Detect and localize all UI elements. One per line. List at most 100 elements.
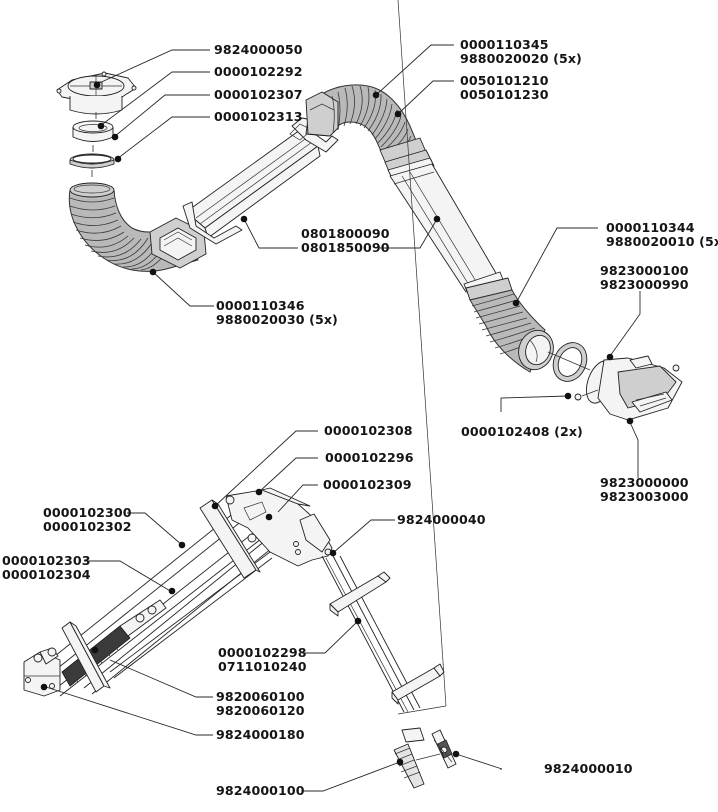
part-number: 0000102304	[2, 567, 91, 582]
leader-lines	[45, 44, 641, 792]
dot-c11	[564, 392, 572, 400]
tube-section-left	[182, 117, 339, 245]
part-number: 0000102309	[323, 477, 412, 492]
leader-c02	[99, 71, 210, 127]
leader-c08	[152, 271, 214, 307]
nozzle-ring	[547, 342, 591, 382]
universal-joint	[431, 729, 457, 769]
part-number: 0801850090	[301, 240, 390, 255]
mounting-ring	[72, 120, 114, 142]
shaft-cross-arm-upper	[329, 571, 391, 617]
shaft-cross-arm-lower	[391, 663, 445, 705]
callout-label: 0000102296	[325, 451, 414, 465]
drop-shaft	[321, 553, 421, 713]
leader-c07b	[380, 218, 438, 249]
dot-c17	[178, 541, 186, 549]
part-number: 9824000040	[397, 512, 486, 527]
part-number: 0711010240	[218, 659, 307, 674]
leader-c01	[96, 49, 210, 85]
callout-label: 0000110346 9880020030 (5x)	[216, 299, 338, 327]
dot-c20	[91, 646, 99, 654]
part-number: 0000102292	[214, 64, 303, 79]
dot-c18	[168, 587, 176, 595]
arm-clamp-lower	[61, 621, 111, 693]
leader-c20	[109, 659, 213, 698]
part-number: 9824000050	[214, 42, 303, 57]
part-number: 0000102408 (2x)	[461, 424, 583, 439]
dot-c09	[512, 299, 520, 307]
hose-bend-right	[465, 277, 554, 373]
part-number: 9824000100	[216, 783, 305, 798]
leader-c15	[277, 484, 318, 513]
callout-label: 9824000040	[397, 513, 486, 527]
leader-c06	[397, 80, 454, 115]
leader-c13	[214, 430, 318, 507]
dot-c19	[354, 617, 362, 625]
callout-label: 0000102309	[323, 478, 412, 492]
part-number: 9880020020 (5x)	[460, 51, 582, 66]
leader-c14	[258, 457, 318, 493]
part-number: 0000110346	[216, 298, 305, 313]
dot-c23	[452, 750, 460, 758]
shaft-break	[397, 0, 447, 743]
callout-label: 0000102303 0000102304	[2, 554, 91, 582]
callout-label: 9824000050	[214, 43, 303, 57]
arm-clamp-upper	[199, 499, 261, 579]
leader-c04	[116, 116, 210, 160]
callout-label: 0000102308	[324, 424, 413, 438]
dot-c03	[111, 133, 119, 141]
leader-c16	[332, 519, 395, 554]
callout-label: 0000110345 9880020020 (5x)	[460, 38, 582, 66]
leader-c18	[84, 560, 173, 593]
dot-c07a	[240, 215, 248, 223]
leader-c10	[609, 291, 641, 357]
callout-label: 0050101210 0050101230	[460, 74, 549, 102]
part-number: 0000102308	[324, 423, 413, 438]
leader-c22	[302, 761, 401, 792]
dot-c04	[114, 155, 122, 163]
arm-end-bracket	[23, 647, 61, 697]
leader-c23	[455, 753, 503, 770]
callout-label: 0000102408 (2x)	[461, 425, 583, 439]
callout-label: 0000102300 0000102302	[43, 506, 132, 534]
leader-c03	[113, 94, 210, 138]
arm-knuckle-joint	[225, 487, 333, 567]
dot-c02	[97, 122, 105, 130]
ceiling-mount-plate	[56, 71, 137, 115]
part-number: 0000102303	[2, 553, 91, 568]
callout-label: 0801800090 0801850090	[301, 227, 390, 255]
part-number: 9823000100	[600, 263, 689, 278]
hose-bend-left	[68, 182, 207, 272]
part-number: 9820060120	[216, 703, 305, 718]
callout-label: 0000102298 0711010240	[218, 646, 307, 674]
part-number: 0000110345	[460, 37, 549, 52]
part-number: 9823003000	[600, 489, 689, 504]
dot-c14	[255, 488, 263, 496]
part-number: 9880020010 (5x)	[606, 234, 718, 249]
hose-bend-top	[305, 84, 435, 179]
part-number: 0000102302	[43, 519, 132, 534]
callout-label: 9820060100 9820060120	[216, 690, 305, 718]
callout-label: 0000102307	[214, 88, 303, 102]
part-number: 9823000990	[600, 277, 689, 292]
callout-label: 9823000100 9823000990	[600, 264, 689, 292]
dot-c12	[626, 417, 634, 425]
extraction-nozzle	[574, 355, 683, 421]
callout-dots	[40, 81, 634, 766]
dot-c10	[606, 353, 614, 361]
part-number: 0050101210	[460, 73, 549, 88]
leader-c12	[628, 419, 639, 478]
part-number: 9820060100	[216, 689, 305, 704]
callout-label: 0000102313	[214, 110, 303, 124]
dot-c06	[394, 110, 402, 118]
part-number: 9823000000	[600, 475, 689, 490]
dot-c05	[372, 91, 380, 99]
bellows-boot	[393, 743, 441, 789]
part-number: 0000102298	[218, 645, 307, 660]
callout-label: 9824000100	[216, 784, 305, 798]
dot-c21	[40, 683, 48, 691]
leader-c19	[302, 620, 359, 654]
part-number: 0000102296	[325, 450, 414, 465]
part-number: 9880020030 (5x)	[216, 312, 338, 327]
